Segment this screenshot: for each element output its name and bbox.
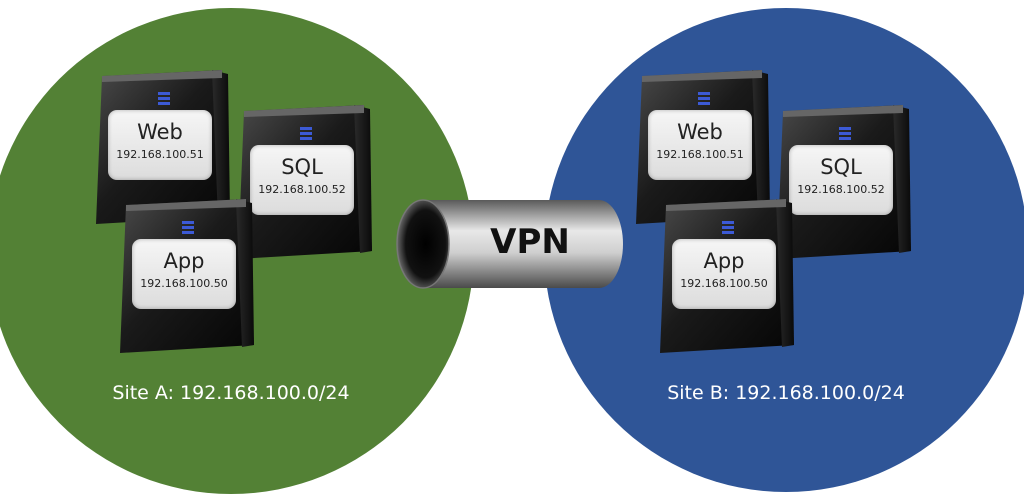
site-a-sql-server: SQL 192.168.100.52: [236, 101, 372, 261]
server-ip: 192.168.100.50: [140, 277, 228, 290]
site-a-web-server: Web 192.168.100.51: [94, 66, 230, 226]
server-ip: 192.168.100.52: [797, 183, 885, 196]
server-panel: SQL 192.168.100.52: [250, 145, 354, 215]
site-a-label: Site A: 192.168.100.0/24: [112, 382, 350, 404]
site-a-app-server: App 192.168.100.50: [118, 195, 254, 355]
server-panel: Web 192.168.100.51: [648, 110, 752, 180]
server-name: Web: [677, 120, 723, 144]
server-panel: Web 192.168.100.51: [108, 110, 212, 180]
server-ip: 192.168.100.52: [258, 183, 346, 196]
server-name: SQL: [281, 155, 323, 179]
site-b-app-server: App 192.168.100.50: [658, 195, 794, 355]
server-panel: App 192.168.100.50: [132, 239, 236, 309]
server-name: SQL: [820, 155, 862, 179]
server-panel: App 192.168.100.50: [672, 239, 776, 309]
vpn-tunnel: [396, 199, 623, 289]
vpn-label: VPN: [490, 222, 570, 262]
site-b-label: Site B: 192.168.100.0/24: [667, 382, 905, 404]
server-ip: 192.168.100.51: [656, 148, 744, 161]
server-name: App: [163, 249, 205, 273]
server-name: App: [703, 249, 745, 273]
site-b-web-server: Web 192.168.100.51: [634, 66, 770, 226]
site-b-sql-server: SQL 192.168.100.52: [775, 101, 911, 261]
server-ip: 192.168.100.50: [680, 277, 768, 290]
server-ip: 192.168.100.51: [116, 148, 204, 161]
server-panel: SQL 192.168.100.52: [789, 145, 893, 215]
server-name: Web: [137, 120, 183, 144]
